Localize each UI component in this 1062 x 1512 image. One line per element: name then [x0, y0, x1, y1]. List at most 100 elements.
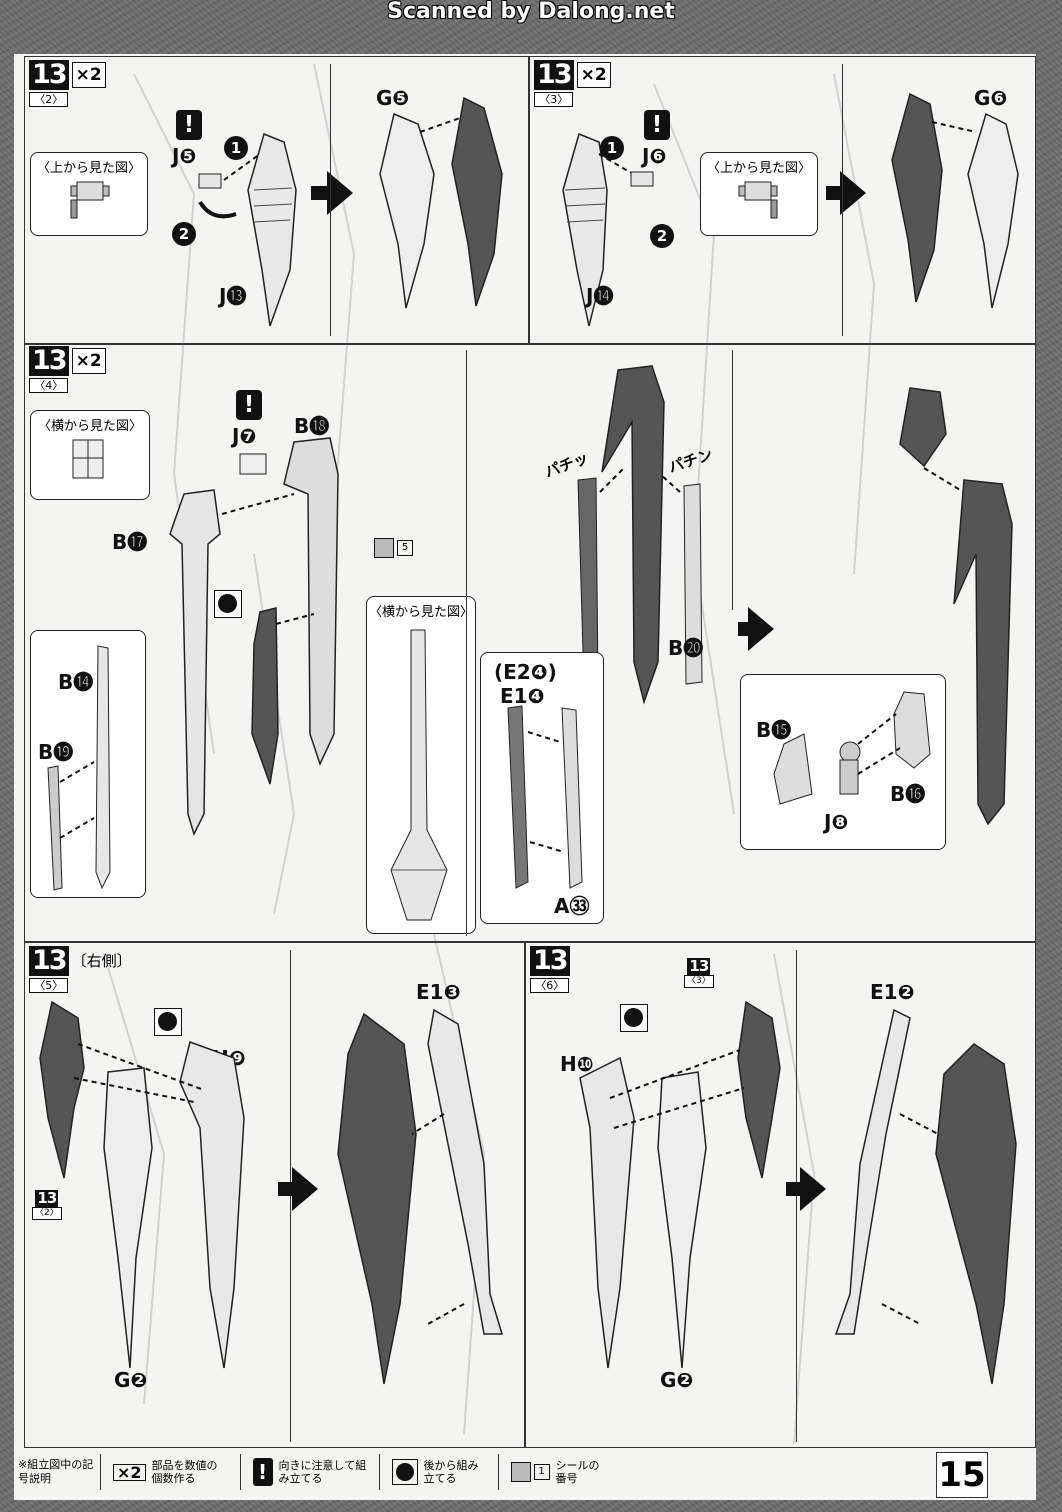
- step-substep: 〈6〉: [530, 978, 570, 993]
- assemble-later-icon: [214, 590, 242, 618]
- step-reference: 13 〈2〉: [32, 1190, 62, 1220]
- part-label-h10: H❿: [560, 1052, 594, 1076]
- step-substep: 〈4〉: [29, 378, 69, 393]
- part-label-g2: G❷: [114, 1368, 148, 1392]
- step-substep: 〈5〉: [29, 978, 69, 993]
- divider: [290, 950, 291, 1442]
- multiplier-badge: ×2: [71, 348, 106, 374]
- divider: [732, 350, 733, 610]
- page-number: 15: [936, 1452, 988, 1498]
- flow-arrow: [840, 171, 866, 215]
- panel-step-13-5: [24, 942, 525, 1448]
- part-label-g6: G❻: [974, 86, 1008, 110]
- flow-arrow-stem: [826, 186, 840, 200]
- side-note: 〔右側〕: [71, 952, 132, 970]
- callout-title: 〈上から見た図〉: [706, 161, 811, 176]
- detail-inset: [30, 630, 146, 898]
- top-view-callout: 〈上から見た図〉: [700, 152, 818, 236]
- step-substep: 〈3〉: [534, 92, 574, 107]
- wing-part-drawing: [198, 132, 297, 327]
- part-label-b20: B⓴: [668, 636, 704, 660]
- detail-inset: [480, 652, 604, 924]
- part-label-b16: B⓰: [890, 782, 926, 806]
- part-label-e2: (E2❹): [494, 660, 557, 684]
- shield-assembly-drawing: [579, 1000, 781, 1369]
- part-label-a33: A㉝: [554, 894, 590, 918]
- part-label-g2: G❷: [660, 1368, 694, 1392]
- part-label-j8: J❽: [824, 810, 849, 834]
- step-substep: 〈2〉: [29, 92, 69, 107]
- top-view-drawing: [738, 181, 778, 219]
- multiplier-badge: ×2: [576, 62, 611, 88]
- flow-arrow-stem: [278, 1182, 292, 1196]
- part-label-j5: J❺: [172, 144, 197, 168]
- flow-arrow-stem: [786, 1182, 800, 1196]
- flow-arrow: [292, 1167, 318, 1211]
- flow-arrow-stem: [311, 186, 327, 200]
- flow-arrow: [748, 607, 774, 651]
- caution-mark: !: [176, 110, 202, 140]
- panel-step-13-3: [529, 56, 1036, 344]
- seal-icon: [510, 1462, 531, 1482]
- legend-text: 向きに注意して組み立てる: [278, 1459, 367, 1485]
- seal-number: 5: [397, 540, 413, 556]
- part-label-b18: B⓲: [294, 414, 330, 438]
- panel-step-13-4: [24, 344, 1036, 942]
- legend-label: ※組立図中の記号説明: [18, 1458, 94, 1485]
- symbol-legend: ※組立図中の記号説明 ×2 部品を数値の個数作る ! 向きに注意して組み立てる …: [18, 1452, 978, 1492]
- part-label-j7: J❼: [232, 424, 257, 448]
- legend-text: 部品を数値の個数作る: [151, 1459, 218, 1485]
- ref-number: 13: [35, 1189, 59, 1207]
- instruction-page: 13 〈2〉 ×2 〈上から見た図〉 ! J❺ 1 2 J⓭ G❺ 13 〈3〉…: [14, 54, 1036, 1500]
- watermark: Scanned by Dalong.net: [387, 0, 675, 24]
- panel-step-13-2: [24, 56, 529, 344]
- caution-mark: !: [236, 390, 262, 420]
- multiplier-badge: ×2: [71, 62, 106, 88]
- flow-arrow: [800, 1167, 826, 1211]
- step-reference: 13 〈3〉: [684, 958, 714, 988]
- side-view-callout: 〈横から見た図〉: [30, 410, 150, 500]
- assemble-later-icon: [620, 1004, 648, 1032]
- part-label-e13: E1❸: [416, 980, 461, 1004]
- legend-text: 後から組み立てる: [423, 1459, 479, 1485]
- caution-mark: !: [644, 110, 670, 140]
- seal-number: 1: [533, 1464, 550, 1480]
- assemble-later-icon: [154, 1008, 182, 1036]
- part-label-g5: G❺: [376, 86, 410, 110]
- part-label-j14: J⓮: [586, 284, 614, 308]
- caution-icon: !: [252, 1458, 273, 1486]
- part-label-b19: B⓳: [38, 740, 74, 764]
- divider: [796, 950, 797, 1442]
- blade-assembly-drawing: [169, 437, 339, 837]
- assembled-wing-drawing: [891, 92, 1019, 309]
- flow-arrow-stem: [738, 622, 748, 636]
- part-label-b17: B⓱: [112, 530, 148, 554]
- divider: [842, 64, 843, 336]
- shield-final-drawing: [337, 1008, 504, 1385]
- step-badge-13-6: 13 〈6〉: [530, 946, 570, 993]
- legend-item-seal: 1 シールの番号: [497, 1454, 612, 1490]
- shield-assembly-drawing: [39, 1000, 245, 1369]
- multiplier-icon: ×2: [113, 1463, 146, 1481]
- step-number: 13: [29, 346, 69, 376]
- assembled-wing-drawing: [379, 96, 503, 309]
- seal-icon: [374, 538, 394, 558]
- seal-reference: 5: [374, 538, 413, 558]
- order-mark-1: 1: [600, 136, 624, 160]
- part-label-b14: B⓮: [58, 670, 94, 694]
- assemble-later-icon: [391, 1459, 418, 1485]
- step-badge-13-4: 13 〈4〉 ×2: [29, 346, 106, 393]
- part-label-j6: J❻: [642, 144, 667, 168]
- part-label-b15: B⓯: [756, 718, 792, 742]
- callout-title: 〈横から見た図〉: [368, 605, 473, 620]
- ref-number: 13: [687, 957, 711, 975]
- legend-item-multiplier: ×2 部品を数値の個数作る: [100, 1454, 240, 1490]
- blade-rail-drawing: [577, 365, 703, 705]
- inset-drawing: [507, 705, 583, 889]
- side-view-drawing: [72, 439, 104, 479]
- flow-arrow: [327, 171, 353, 215]
- side-view-drawing: [390, 629, 448, 921]
- ref-substep: 〈3〉: [684, 975, 714, 988]
- ref-substep: 〈2〉: [32, 1207, 62, 1220]
- seal-legend-icon: 1: [510, 1462, 550, 1482]
